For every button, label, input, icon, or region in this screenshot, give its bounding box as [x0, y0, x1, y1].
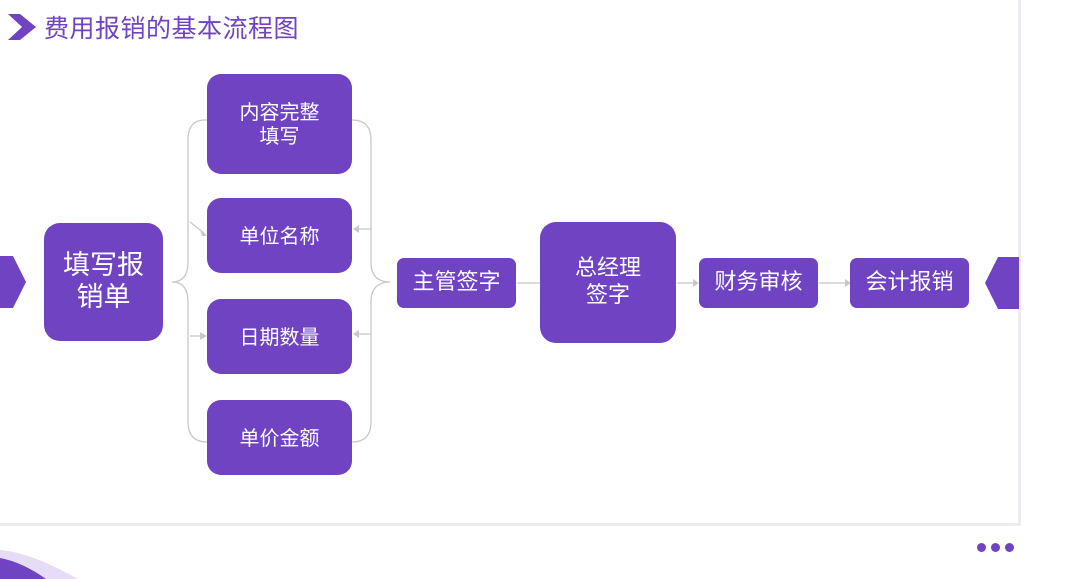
pager-dot	[1005, 543, 1014, 552]
node-unit-price-amount-label: 单价金额	[239, 425, 320, 450]
pager-dot	[991, 543, 1000, 552]
more-dots-icon[interactable]	[977, 543, 1014, 552]
page-title-row: 费用报销的基本流程图	[8, 10, 299, 44]
node-date-quantity: 日期数量	[207, 299, 352, 374]
pager-dot	[977, 543, 986, 552]
node-supervisor-sign-label: 主管签字	[412, 269, 501, 295]
node-accounting-reimburse: 会计报销	[850, 258, 969, 308]
corner-swoosh-icon	[0, 550, 78, 579]
chevron-right-icon	[8, 14, 36, 40]
node-unit-price-amount: 单价金额	[207, 400, 352, 475]
node-fill-expense-form-label: 填写报销单	[63, 249, 144, 313]
node-general-manager-sign: 总经理签字	[540, 222, 676, 343]
node-date-quantity-label: 日期数量	[239, 324, 320, 349]
node-general-manager-sign-label: 总经理签字	[574, 256, 641, 308]
node-supervisor-sign: 主管签字	[397, 258, 516, 308]
node-company-name: 单位名称	[207, 198, 352, 273]
page-title: 费用报销的基本流程图	[44, 14, 300, 43]
node-content-complete: 内容完整填写	[207, 74, 352, 174]
node-fill-expense-form: 填写报销单	[44, 223, 163, 341]
node-accounting-reimburse-label: 会计报销	[865, 269, 954, 295]
node-finance-review: 财务审核	[699, 258, 818, 308]
left-edge-arrow-icon	[0, 256, 26, 308]
node-finance-review-label: 财务审核	[714, 269, 803, 295]
right-edge-tab-icon	[985, 257, 1019, 309]
node-content-complete-label: 内容完整填写	[239, 100, 320, 148]
node-company-name-label: 单位名称	[239, 223, 320, 248]
